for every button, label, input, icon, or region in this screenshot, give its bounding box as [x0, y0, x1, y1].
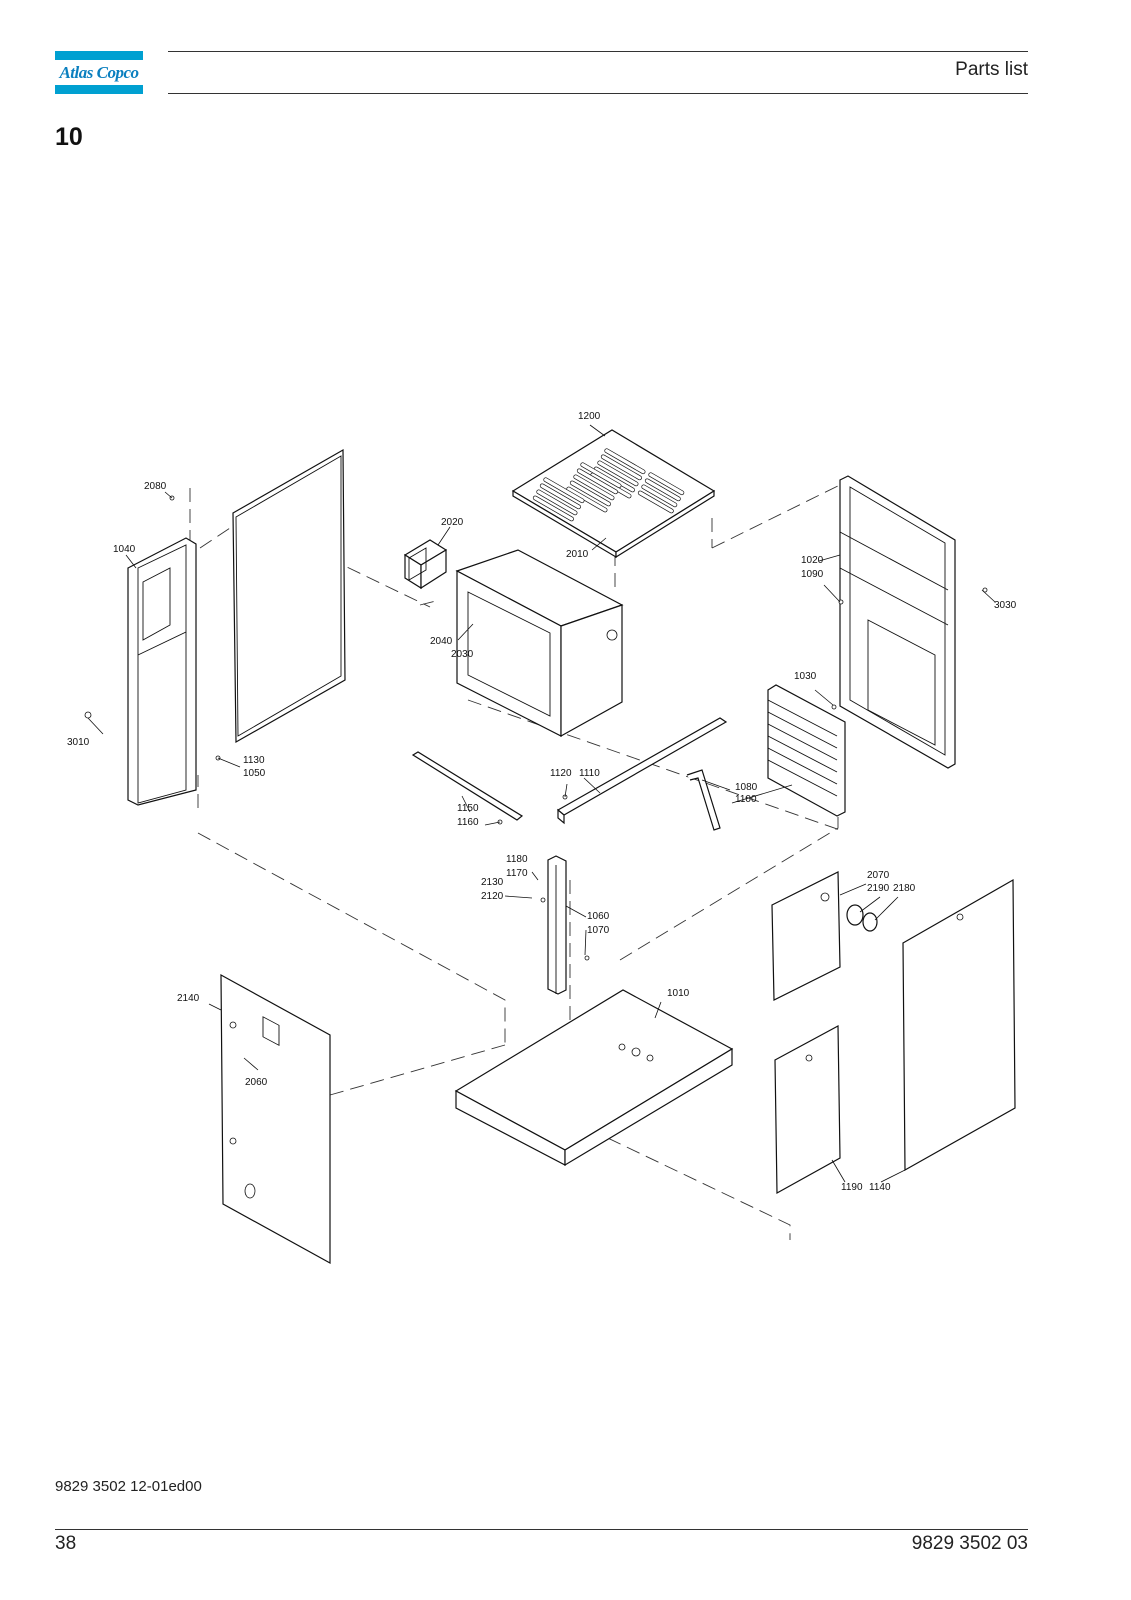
- label-2120: 2120: [481, 891, 504, 902]
- label-2190: 2190: [867, 883, 890, 894]
- logo-bar-top: [55, 51, 143, 60]
- part-1130-tall-door: [232, 448, 346, 744]
- label-2040: 2040: [430, 636, 453, 647]
- part-number-labels: 1200 2080 2020 2010 1040 1020 1090 3030 …: [67, 411, 1017, 1193]
- label-2010: 2010: [566, 549, 589, 560]
- part-1110-rail: [556, 717, 728, 825]
- label-1050: 1050: [243, 768, 266, 779]
- logo-wordmark: Atlas Copco: [59, 63, 139, 82]
- label-1120: 1120: [550, 768, 572, 779]
- header-rule-bottom: [168, 93, 1028, 94]
- label-2140: 2140: [177, 993, 200, 1004]
- part-1020-right-frame: [839, 475, 956, 769]
- part-1040-left-frame-panel: [127, 537, 197, 806]
- part-1010-base-frame: [454, 989, 734, 1167]
- grille-slots: [532, 448, 685, 522]
- footer-rule: [55, 1529, 1028, 1530]
- label-1130: 1130: [243, 755, 265, 766]
- label-1030: 1030: [794, 671, 817, 682]
- label-1110: 1110: [579, 768, 600, 779]
- header-rule-top: [168, 51, 1028, 52]
- label-2080: 2080: [144, 481, 167, 492]
- label-1190: 1190: [841, 1182, 863, 1193]
- label-1060: 1060: [587, 911, 610, 922]
- label-1070: 1070: [587, 925, 610, 936]
- page-number: 38: [55, 1533, 77, 1554]
- leader-lines: [87, 424, 996, 1183]
- part-1060-post: [547, 855, 567, 995]
- part-2070-side-panel: [771, 871, 878, 1001]
- label-1100: 1100: [735, 794, 757, 805]
- label-2060: 2060: [245, 1077, 268, 1088]
- document-number: 9829 3502 03: [911, 1533, 1028, 1554]
- logo-bar-bottom: [55, 85, 143, 94]
- part-1200-top-grille: [511, 429, 716, 559]
- label-1140: 1140: [869, 1182, 891, 1193]
- label-1170: 1170: [506, 868, 528, 879]
- atlas-copco-logo: Atlas Copco: [55, 51, 143, 94]
- label-2070: 2070: [867, 870, 890, 881]
- label-1180: 1180: [506, 854, 528, 865]
- part-2140-left-panel: [220, 973, 331, 1265]
- section-number: 10: [55, 123, 83, 151]
- part-1150-bar: [411, 751, 524, 821]
- part-2020-controller: [403, 539, 448, 590]
- part-1190-small-panel: [774, 1025, 841, 1195]
- label-2130: 2130: [481, 877, 504, 888]
- page-title: Parts list: [955, 59, 1028, 80]
- document-reference: 9829 3502 12-01ed00: [55, 1478, 202, 1495]
- label-1010: 1010: [667, 988, 690, 999]
- label-1090: 1090: [801, 569, 824, 580]
- part-1140-large-panel: [902, 878, 1016, 1172]
- label-1040: 1040: [113, 544, 136, 555]
- label-3030: 3030: [994, 600, 1017, 611]
- label-2030: 2030: [451, 649, 474, 660]
- label-1150: 1150: [457, 803, 479, 814]
- label-1200: 1200: [578, 411, 601, 422]
- label-1020: 1020: [801, 555, 824, 566]
- part-1030-louvre: [767, 684, 846, 817]
- label-1080: 1080: [735, 782, 758, 793]
- part-central-frame: [455, 549, 624, 738]
- label-2180: 2180: [893, 883, 916, 894]
- part-1080-bracket: [686, 769, 721, 831]
- label-1160: 1160: [457, 817, 479, 828]
- label-2020: 2020: [441, 517, 464, 528]
- label-3010: 3010: [67, 737, 90, 748]
